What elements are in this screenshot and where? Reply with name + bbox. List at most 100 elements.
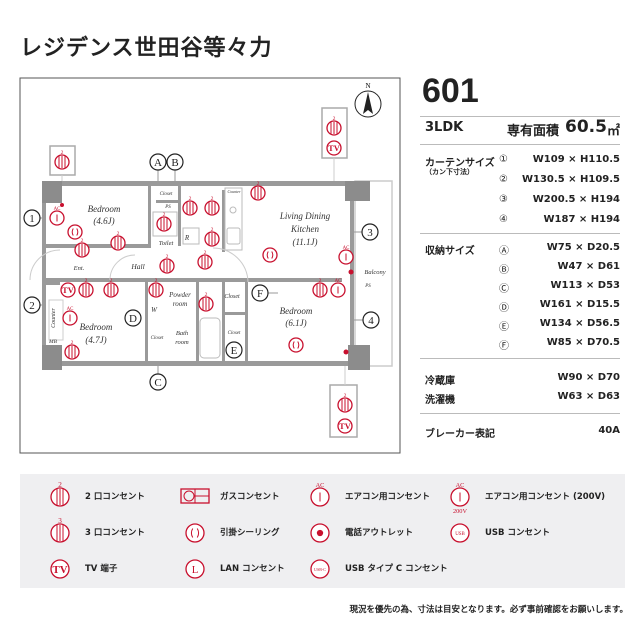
symbol-label: 2 bbox=[110, 278, 113, 284]
outlet-2-icon: 2 bbox=[197, 250, 213, 270]
usb-outlet-icon: USB bbox=[450, 523, 470, 543]
tv-outlet-icon: TV bbox=[50, 559, 70, 579]
legend-label: 引掛シーリング bbox=[220, 528, 280, 538]
storage-marker-A: A bbox=[149, 153, 167, 171]
legend-label: USB タイプ C コンセント bbox=[345, 564, 448, 574]
storage-marker-4: 4 bbox=[362, 311, 380, 329]
symbol-label: 2 bbox=[81, 238, 84, 244]
symbol-label: AC bbox=[54, 207, 61, 212]
marker-label: A bbox=[154, 157, 162, 169]
phone-outlet-icon bbox=[310, 523, 330, 543]
symbol-label: 2 bbox=[204, 250, 207, 256]
symbol-label: 2 bbox=[163, 212, 166, 218]
phone-icon bbox=[310, 523, 330, 543]
room-label-ldk1: Living Dining bbox=[279, 211, 331, 221]
ceiling-arc bbox=[196, 528, 200, 538]
symbol-label: 2 bbox=[117, 231, 120, 237]
washer-value: W63 × D63 bbox=[557, 391, 620, 402]
curtain-label: カーテンサイズ bbox=[425, 158, 495, 169]
outlet-2-icon: 2 bbox=[326, 116, 342, 136]
symbol-circle bbox=[450, 523, 470, 543]
marker-circle bbox=[149, 153, 167, 171]
wall bbox=[222, 312, 248, 315]
kitchen-counter bbox=[224, 187, 243, 251]
room-label-ps: PS bbox=[364, 284, 371, 289]
storage-mark: Ⓑ bbox=[499, 265, 509, 276]
symbol-circle bbox=[337, 418, 353, 434]
symbol-label: 2 bbox=[211, 227, 214, 233]
bedroom1-wall bbox=[42, 244, 150, 248]
outlet-2-icon: 2 bbox=[110, 231, 126, 251]
phone-outlet-icon bbox=[343, 349, 349, 355]
room-label-closet: Closet bbox=[151, 336, 164, 341]
pillar bbox=[42, 345, 62, 370]
symbol-label: AC bbox=[335, 279, 342, 284]
pillar bbox=[42, 181, 62, 203]
room-label-mb: MB bbox=[48, 339, 58, 345]
legend-label: TV 端子 bbox=[85, 564, 118, 574]
marker-label: 2 bbox=[29, 300, 35, 312]
tv-icon: TV bbox=[337, 418, 353, 434]
marker-label: D bbox=[129, 313, 137, 325]
symbol-circle bbox=[310, 559, 330, 579]
symbol-circle bbox=[60, 282, 76, 298]
curtain-mark: ④ bbox=[499, 214, 508, 225]
storage-value: W134 × D56.5 bbox=[539, 318, 620, 329]
symbol-label: 2 bbox=[319, 278, 322, 284]
left-wall bbox=[42, 181, 46, 366]
symbol-label: 200V bbox=[453, 508, 467, 515]
symbol-circle bbox=[288, 337, 304, 353]
tv-icon: TV bbox=[326, 140, 342, 156]
outlet-2-icon: 2 bbox=[50, 481, 70, 507]
marker-circle bbox=[124, 309, 142, 327]
ac-icon: AC bbox=[49, 207, 65, 226]
fridge-value: W90 × D70 bbox=[557, 372, 620, 383]
marker-circle bbox=[149, 373, 167, 391]
pillar bbox=[345, 181, 370, 201]
storage-marker-D: D bbox=[124, 309, 142, 327]
legend-label: エアコン用コンセント (200V) bbox=[485, 492, 606, 502]
symbol-label: 2 bbox=[189, 196, 192, 202]
room-label-bed1_size: (4.6J) bbox=[93, 216, 114, 226]
storage-mark: Ⓔ bbox=[499, 322, 509, 333]
symbol-label: USB bbox=[455, 532, 465, 537]
symbol-circle bbox=[185, 559, 205, 579]
curtain-mark: ③ bbox=[499, 194, 508, 205]
room-label-counter: Counter bbox=[51, 308, 57, 328]
symbol-label: 2 bbox=[257, 181, 260, 187]
symbol-label: 2 bbox=[211, 196, 214, 202]
legend-label: 3 口コンセント bbox=[85, 528, 145, 538]
legend-label: LAN コンセント bbox=[220, 564, 285, 574]
ac-icon: AC bbox=[62, 307, 78, 326]
room-label-balcony: Balcony bbox=[364, 269, 385, 276]
symbol-label: AC bbox=[316, 482, 325, 489]
room-label-bed3: Bedroom bbox=[280, 306, 313, 316]
gas-outlet-icon bbox=[180, 488, 210, 504]
curtain-mark: ② bbox=[499, 174, 508, 185]
area-value: 60.5 bbox=[565, 117, 607, 137]
storage-marker-1: 1 bbox=[23, 209, 41, 227]
room-label-powder2: room bbox=[173, 300, 188, 308]
compass-needle bbox=[363, 92, 373, 114]
storage-marker-2: 2 bbox=[23, 296, 41, 314]
ceiling-icon bbox=[185, 523, 205, 543]
wall bbox=[222, 190, 225, 252]
breaker-value: 40A bbox=[598, 425, 620, 436]
layout-type: 3LDK bbox=[425, 120, 464, 135]
property-title: レジデンス世田谷等々力 bbox=[20, 36, 273, 61]
outlet-2-icon: 2 bbox=[78, 278, 94, 298]
storage-mark: Ⓕ bbox=[499, 341, 509, 352]
bottom-wall bbox=[42, 361, 354, 366]
outlet-2-icon: 2 bbox=[50, 481, 70, 507]
outlet-2-icon: 2 bbox=[312, 278, 328, 298]
ceiling-icon bbox=[262, 247, 278, 263]
disclaimer-note: 現況を優先の為、寸法は目安となります。必ず事前確認をお願いします。 bbox=[349, 605, 628, 615]
usb-c-outlet-icon: USB-C bbox=[310, 559, 330, 579]
ceiling-arc bbox=[266, 251, 269, 259]
r-box bbox=[182, 227, 200, 245]
